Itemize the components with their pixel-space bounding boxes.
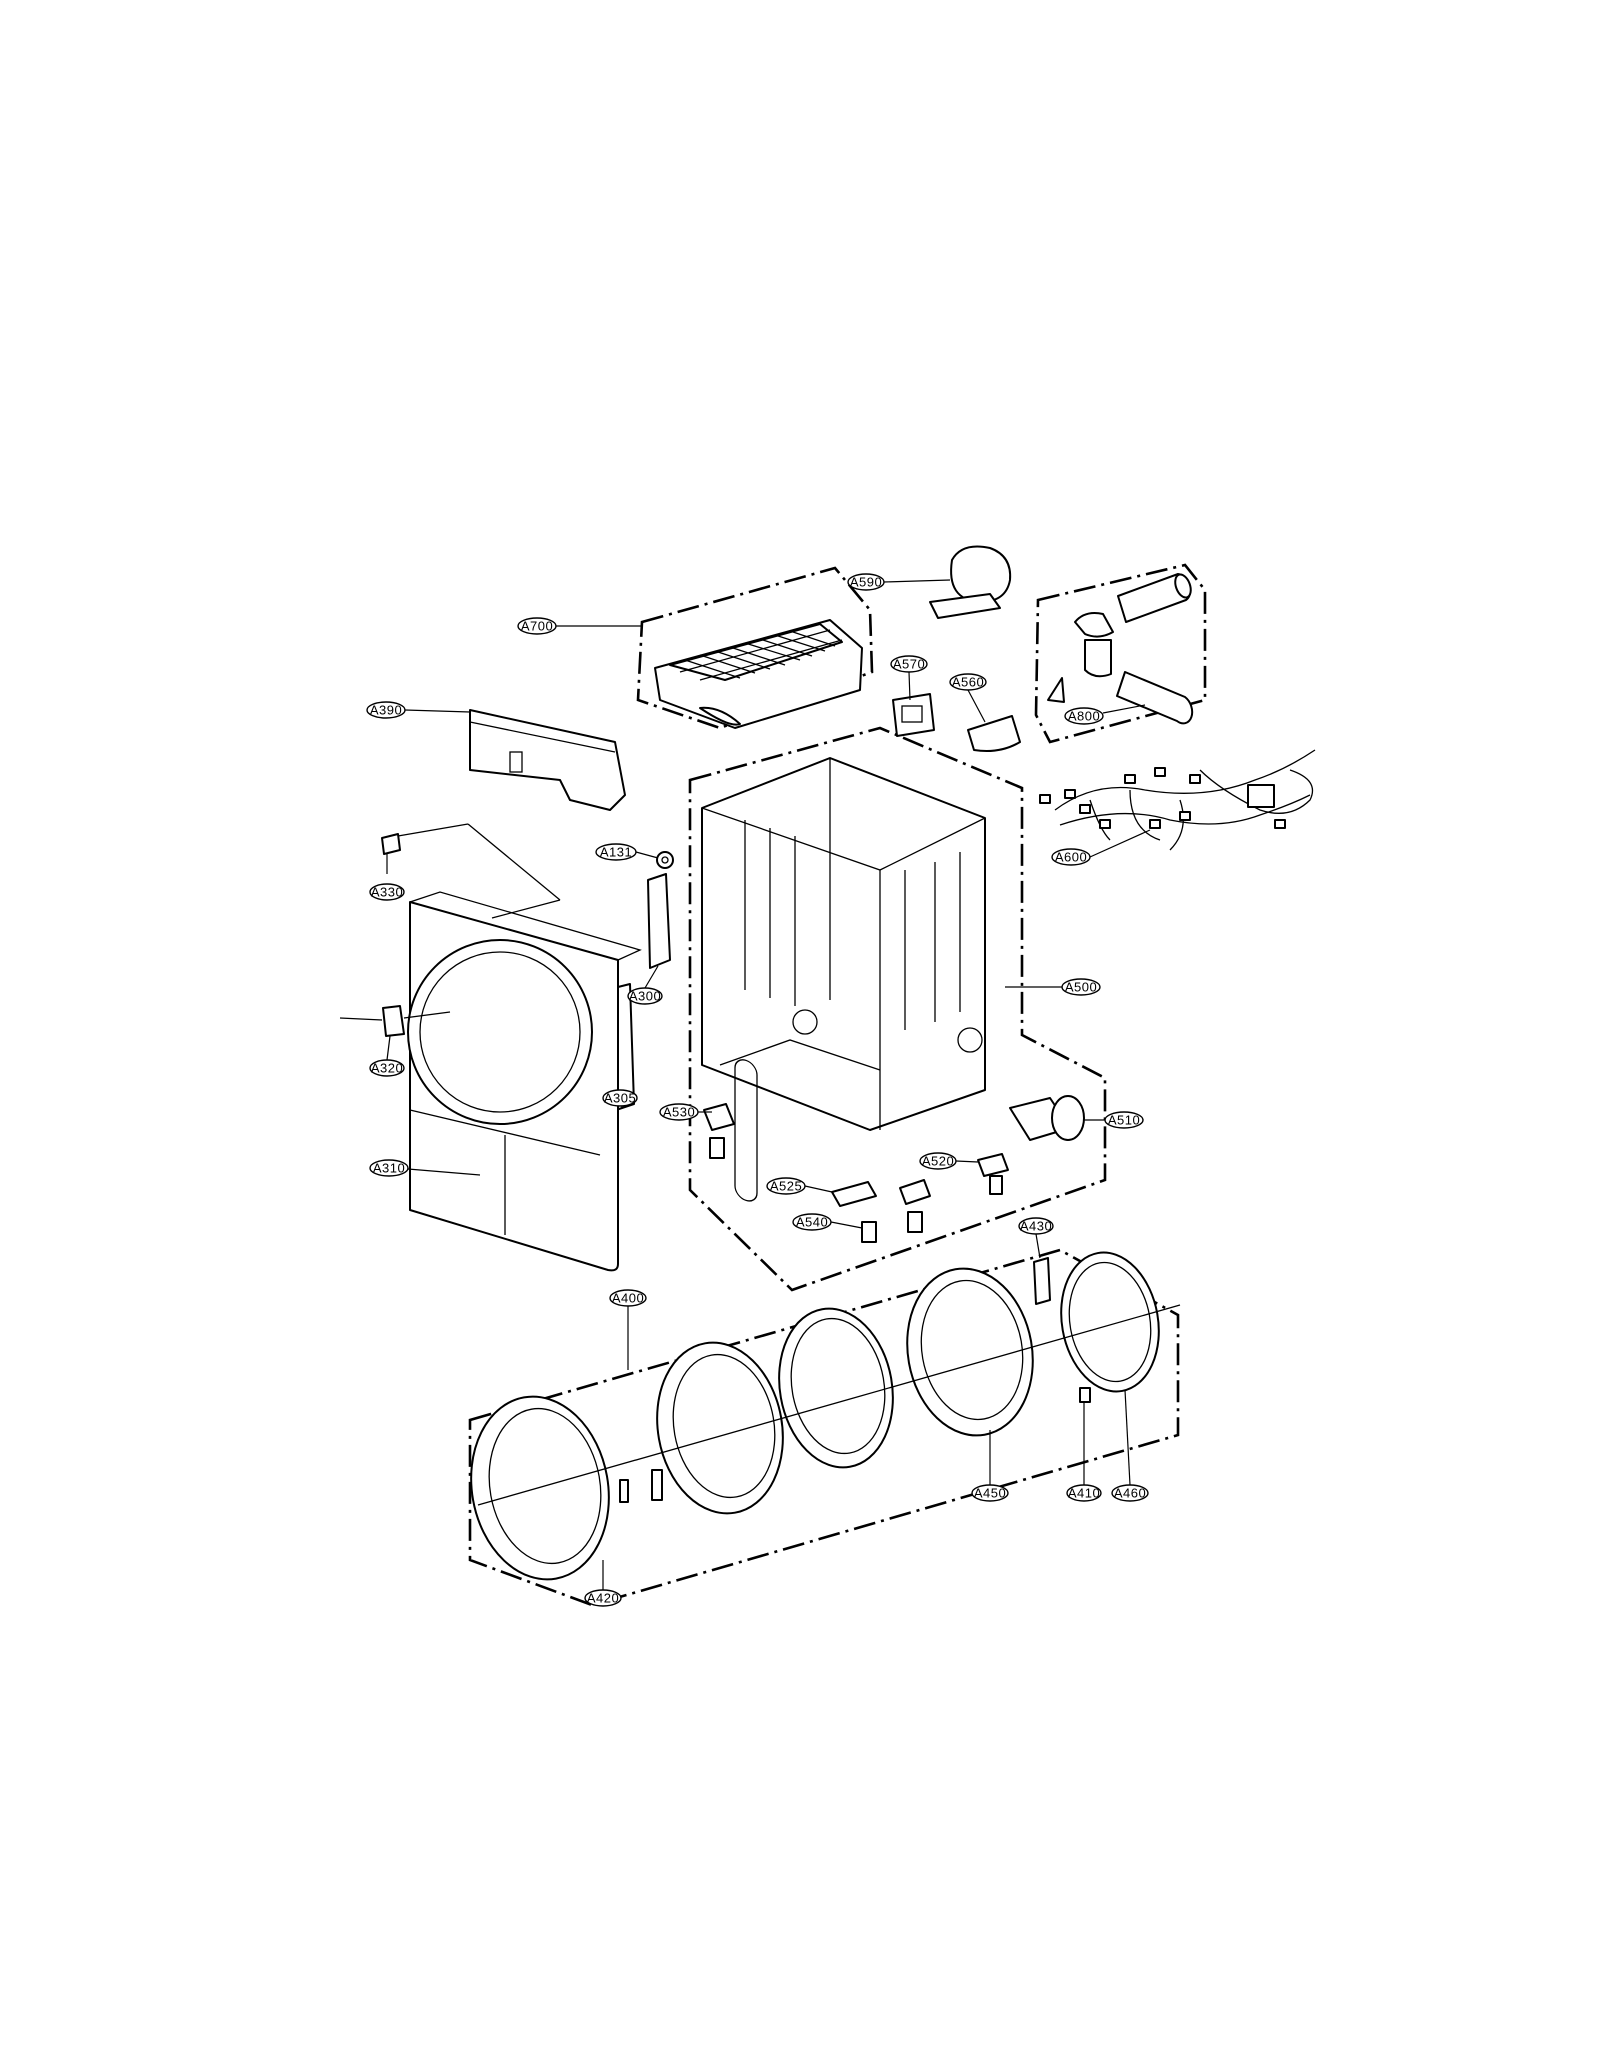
callout-a560: A560 (949, 673, 987, 691)
callout-a320: A320 (369, 1059, 405, 1077)
callout-a300: A300 (627, 987, 663, 1005)
callout-a420: A420 (584, 1589, 622, 1607)
svg-text:A410: A410 (1068, 1486, 1100, 1501)
svg-text:A600: A600 (1055, 850, 1087, 865)
callout-a510: A510 (1104, 1111, 1144, 1129)
svg-text:A131: A131 (600, 845, 632, 860)
callout-a800: A800 (1064, 707, 1104, 725)
svg-text:A560: A560 (952, 675, 984, 690)
callout-a330: A330 (369, 883, 405, 901)
callout-a570: A570 (890, 655, 928, 673)
svg-text:A320: A320 (371, 1061, 403, 1076)
drying-rack (654, 619, 863, 729)
svg-text:A530: A530 (663, 1105, 695, 1120)
wire-harness (1039, 749, 1316, 851)
callout-tags: A590 A700 A570 A560 A800 A390 A600 A131 (366, 573, 1149, 1607)
callout-a460: A460 (1111, 1484, 1149, 1502)
callout-a310: A310 (369, 1159, 409, 1177)
callout-a540: A540 (792, 1213, 832, 1231)
sensor-assembly (929, 545, 1012, 619)
svg-text:A300: A300 (629, 989, 661, 1004)
callout-a390: A390 (366, 701, 406, 719)
svg-text:A510: A510 (1108, 1113, 1140, 1128)
duct-kit-group-outline (1034, 563, 1207, 744)
callout-a131: A131 (595, 843, 637, 861)
callout-a590: A590 (847, 573, 885, 591)
callout-a430: A430 (1018, 1217, 1054, 1235)
front-panel (407, 891, 642, 1272)
svg-text:A590: A590 (850, 575, 882, 590)
callout-a450: A450 (971, 1484, 1009, 1502)
svg-text:A520: A520 (922, 1154, 954, 1169)
door-group-outline (468, 1248, 1180, 1607)
hinge-parts (613, 851, 674, 1111)
svg-text:A540: A540 (796, 1215, 828, 1230)
svg-text:A500: A500 (1065, 980, 1097, 995)
svg-text:A390: A390 (370, 703, 402, 718)
callout-a410: A410 (1066, 1484, 1102, 1502)
callout-a600: A600 (1051, 848, 1091, 866)
control-panel-bracket (469, 709, 626, 811)
small-brackets (892, 693, 1021, 752)
svg-text:A330: A330 (371, 885, 403, 900)
exhaust-duct (1009, 1095, 1085, 1141)
door-assembly (470, 1251, 1181, 1581)
svg-text:A800: A800 (1068, 709, 1100, 724)
top-rack-group-outline (636, 566, 874, 730)
callout-a400: A400 (609, 1289, 647, 1307)
leader-lines (386, 579, 1151, 1590)
duct-kit (1047, 573, 1194, 725)
svg-text:A430: A430 (1020, 1219, 1052, 1234)
callout-a700: A700 (517, 617, 557, 635)
svg-text:A450: A450 (974, 1486, 1006, 1501)
svg-text:A420: A420 (587, 1591, 619, 1606)
callout-a500: A500 (1061, 978, 1101, 996)
svg-text:A570: A570 (893, 657, 925, 672)
cabinet (701, 757, 986, 1202)
group-outlines (468, 563, 1207, 1607)
svg-text:A460: A460 (1114, 1486, 1146, 1501)
switch (381, 823, 561, 919)
door-latch (339, 1005, 451, 1037)
svg-text:A310: A310 (373, 1161, 405, 1176)
svg-text:A305: A305 (604, 1091, 636, 1106)
leveling-feet (703, 1103, 1009, 1243)
callout-a530: A530 (659, 1103, 699, 1121)
callout-a305: A305 (602, 1089, 638, 1107)
svg-text:A400: A400 (612, 1291, 644, 1306)
svg-text:A700: A700 (521, 619, 553, 634)
svg-text:A525: A525 (770, 1179, 802, 1194)
callout-a525: A525 (766, 1177, 806, 1195)
callout-a520: A520 (919, 1152, 957, 1170)
